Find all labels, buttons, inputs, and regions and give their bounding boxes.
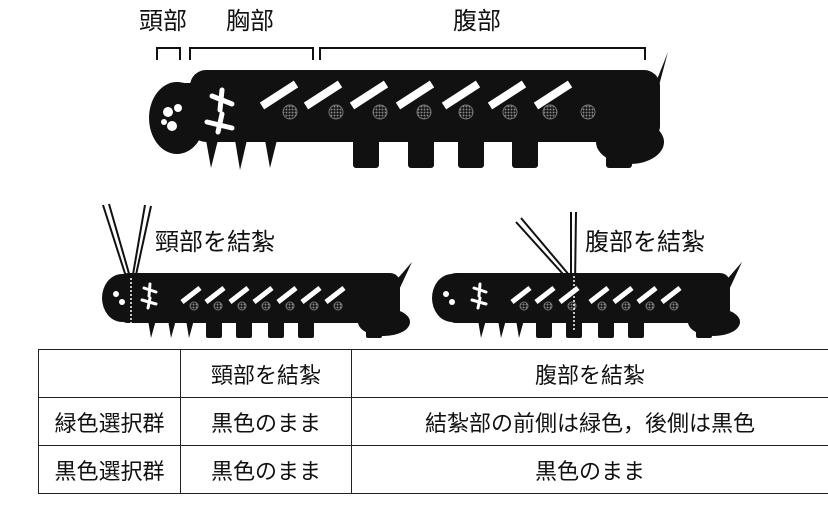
part-brackets [156, 47, 646, 60]
abdomen-ligation-label: 腹部を結紮 [585, 228, 705, 256]
caterpillar-abdomen-ligated [432, 211, 742, 338]
abdomen-bracket [319, 47, 646, 60]
caterpillar-diagram [102, 47, 742, 338]
neck-ligation-label: 頸部を結紮 [155, 228, 275, 256]
caterpillar-large [149, 52, 668, 170]
thorax-bracket [189, 47, 314, 60]
table-header-cell: 頸部を結紮 [180, 349, 352, 398]
table-cell: 結紮部の前側は緑色，後側は黒色 [351, 397, 828, 446]
caterpillar-neck-ligated [102, 203, 412, 338]
table-row: 緑色選択群 黒色のまま 結紮部の前側は緑色，後側は黒色 [38, 397, 828, 446]
table-row-header: 緑色選択群 [38, 397, 181, 446]
table-row-header: 黒色選択群 [38, 445, 181, 494]
thorax-label: 胸部 [226, 7, 274, 35]
table-cell: 黒色のまま [180, 397, 352, 446]
table-cell: 黒色のまま [351, 445, 828, 494]
table-cell: 黒色のまま [180, 445, 352, 494]
head-bracket [156, 47, 181, 60]
abdomen-label: 腹部 [453, 7, 501, 35]
result-table: 頸部を結紮 腹部を結紮 緑色選択群 黒色のまま 結紮部の前側は緑色，後側は黒色 … [38, 349, 828, 494]
table-header-row: 頸部を結紮 腹部を結紮 [38, 349, 828, 398]
table-header-cell: 腹部を結紮 [351, 349, 828, 398]
table-row: 黒色選択群 黒色のまま 黒色のまま [38, 445, 828, 494]
table-header-cell [38, 349, 181, 398]
head-label: 頭部 [139, 7, 187, 35]
